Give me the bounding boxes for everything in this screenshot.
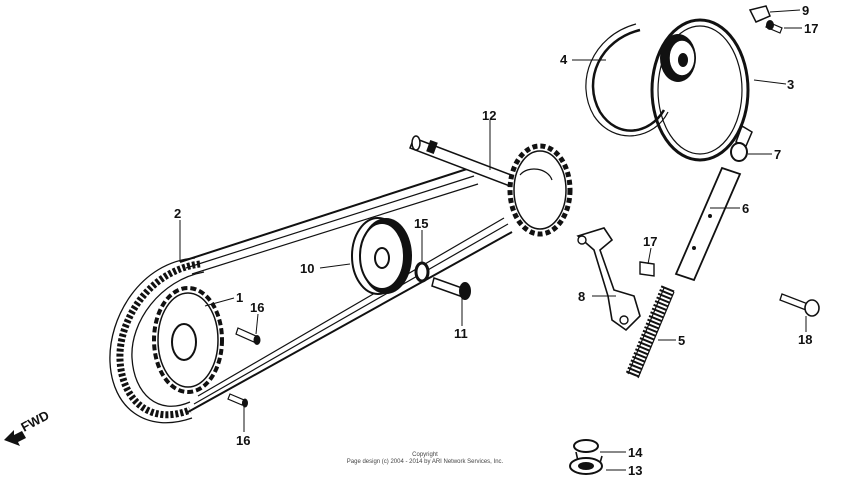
- callout-12: 12: [482, 108, 496, 123]
- callout-1: 1: [236, 290, 243, 305]
- chain-guide-bolt: [227, 393, 248, 408]
- callout-6: 6: [742, 201, 749, 216]
- callout-15: 15: [414, 216, 428, 231]
- tension-lever: [576, 227, 641, 332]
- roller-bolt: [431, 277, 471, 300]
- rear-sprocket: [507, 143, 573, 237]
- control-rod: [674, 166, 742, 282]
- tension-spring: [625, 285, 675, 379]
- callout-16b: 16: [236, 433, 250, 448]
- callout-10: 10: [300, 261, 314, 276]
- callout-7: 7: [774, 147, 781, 162]
- clutch-band-assembly: [585, 18, 753, 162]
- callout-17b: 17: [804, 21, 818, 36]
- band-bolt: [765, 20, 783, 34]
- adjuster-nut: [730, 142, 748, 162]
- sprocket-bolt: [235, 327, 261, 345]
- band-clip: [748, 5, 771, 23]
- collar-washer: [414, 261, 430, 283]
- copyright-notice: Page design (c) 2004 - 2014 by ARI Netwo…: [346, 459, 504, 465]
- callout-5: 5: [678, 333, 685, 348]
- callout-4: 4: [560, 52, 568, 67]
- lever-bolt: [639, 261, 655, 277]
- mount-bolt: [779, 293, 820, 317]
- callout-17a: 17: [643, 234, 657, 249]
- copyright-heading: Copyright: [412, 452, 438, 458]
- callout-18: 18: [798, 332, 812, 347]
- callout-13: 13: [628, 463, 642, 478]
- callout-3: 3: [787, 77, 794, 92]
- callout-9: 9: [802, 3, 809, 18]
- idler-roller: [351, 217, 412, 295]
- drive-chain: [109, 167, 513, 424]
- fwd-label: FWD: [18, 408, 51, 435]
- callout-2: 2: [174, 206, 181, 221]
- callout-8: 8: [578, 289, 585, 304]
- callout-16a: 16: [250, 300, 264, 315]
- callout-11: 11: [454, 326, 468, 341]
- forward-direction-indicator: FWD: [4, 408, 52, 446]
- leader-lines: [179, 9, 807, 471]
- front-sprocket: [152, 286, 224, 394]
- callouts: 1 2 3 4 5 6 7 8 9 10 11 12 13 14 15 16 1…: [174, 3, 818, 478]
- callout-14: 14: [628, 445, 643, 460]
- cap-assembly: [569, 439, 603, 475]
